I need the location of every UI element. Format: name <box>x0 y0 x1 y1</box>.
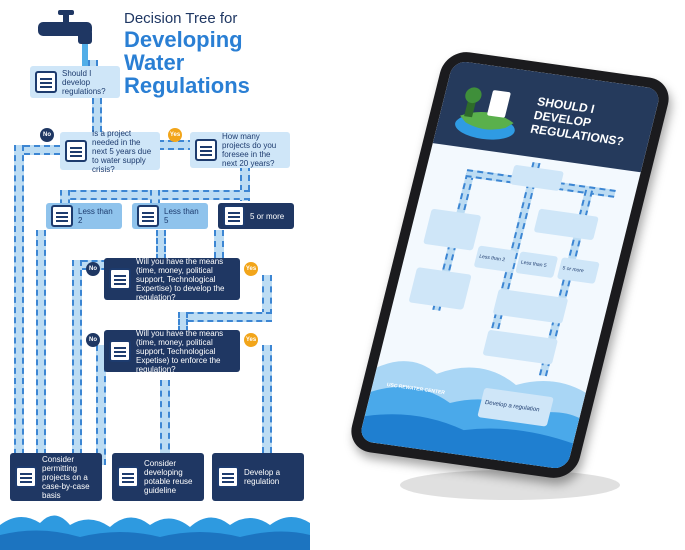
pipe <box>14 145 60 155</box>
gear-icon <box>223 205 245 227</box>
no-badge: No <box>40 128 54 142</box>
pipe <box>60 190 70 205</box>
outcome-permitting-text: Consider permitting projects on a case-b… <box>42 454 90 500</box>
outcome-guideline: Consider developing potable reuse guidel… <box>112 453 204 501</box>
title-line-2: Developing <box>124 27 243 52</box>
yes-badge: Yes <box>244 262 258 276</box>
outcome-permitting: Consider permitting projects on a case-b… <box>10 453 102 501</box>
tablet-count-text: 5 or more <box>561 265 585 275</box>
five-or-more-text: 5 or more <box>250 211 285 221</box>
pipe <box>92 98 102 132</box>
tablet-screen: SHOULD I DEVELOP REGULATIONS? Less than … <box>358 60 662 470</box>
gavel-icon <box>109 340 131 362</box>
title-line-1: Decision Tree for <box>124 10 238 27</box>
outcome-regulation: Develop a regulation <box>212 453 304 501</box>
faucet-icon <box>38 10 92 68</box>
tablet-node <box>408 267 472 310</box>
tablet-node <box>423 208 482 251</box>
tablet-device: SHOULD I DEVELOP REGULATIONS? Less than … <box>346 48 674 482</box>
pipe <box>178 312 272 322</box>
title-line-3: Water <box>124 50 185 75</box>
q3-node-text: Will you have the means (time, money, po… <box>136 256 225 302</box>
tablet-final-text: Develop a regulation <box>484 399 541 413</box>
tablet-count-node: Less than 2 <box>473 245 517 273</box>
outcome-regulation-text: Develop a regulation <box>244 468 281 486</box>
q4-node: Will you have the means (time, money, po… <box>104 328 240 374</box>
q4-node-text: Will you have the means (time, money, po… <box>136 328 224 374</box>
bottles-icon <box>117 466 139 488</box>
tablet-node <box>492 288 569 324</box>
tablet-count-node: Less than 5 <box>515 251 559 279</box>
q1-node: Is a project needed in the next 5 years … <box>60 129 160 174</box>
pipe <box>178 312 188 332</box>
pipe <box>156 230 166 260</box>
pipe <box>240 165 250 201</box>
gear-icon <box>51 205 73 227</box>
water-drop-icon <box>65 140 87 162</box>
pipe <box>160 380 170 460</box>
pipe <box>262 345 272 453</box>
document-icon <box>217 466 239 488</box>
less-than-5-node: Less than 5 <box>132 203 208 229</box>
less-than-2-text: Less than 2 <box>78 207 113 225</box>
tablet-count-text: Less than 2 <box>478 253 506 264</box>
yes-badge: Yes <box>168 128 182 142</box>
chart-icon <box>109 268 131 290</box>
less-than-2-node: Less than 2 <box>46 203 122 229</box>
checklist-icon <box>195 139 217 161</box>
tablet-node <box>533 208 599 241</box>
pipe <box>14 145 24 465</box>
water-splash-decoration <box>0 515 310 550</box>
tablet-waves <box>358 361 586 470</box>
pipe <box>96 345 106 465</box>
tablet-shadow <box>400 470 620 500</box>
checklist-icon <box>35 71 57 93</box>
island-illustration <box>455 87 515 140</box>
start-node: Should I develop regulations? <box>30 66 120 98</box>
less-than-5-text: Less than 5 <box>164 207 199 225</box>
pipe <box>262 275 272 315</box>
five-or-more-node: 5 or more <box>218 203 294 229</box>
tablet-node <box>509 164 565 192</box>
tablet-count-text: Less than 5 <box>520 259 548 270</box>
yes-badge: Yes <box>244 333 258 347</box>
gear-icon <box>137 205 159 227</box>
pipe <box>214 230 224 258</box>
q2-node: How many projects do you foresee in the … <box>190 132 290 168</box>
title-line-4: Regulations <box>124 73 250 98</box>
outcome-guideline-text: Consider developing potable reuse guidel… <box>144 459 193 495</box>
pipe <box>72 260 82 465</box>
q2-node-text: How many projects do you foresee in the … <box>222 132 277 168</box>
infographic: Decision Tree for Developing Water Regul… <box>0 0 310 550</box>
clipboard-icon <box>15 466 37 488</box>
start-node-text: Should I develop regulations? <box>62 68 106 96</box>
no-badge: No <box>86 333 100 347</box>
no-badge: No <box>86 262 100 276</box>
pipe <box>150 190 160 205</box>
q3-node: Will you have the means (time, money, po… <box>104 256 240 302</box>
pipe <box>36 230 46 465</box>
q1-node-text: Is a project needed in the next 5 years … <box>92 128 152 174</box>
